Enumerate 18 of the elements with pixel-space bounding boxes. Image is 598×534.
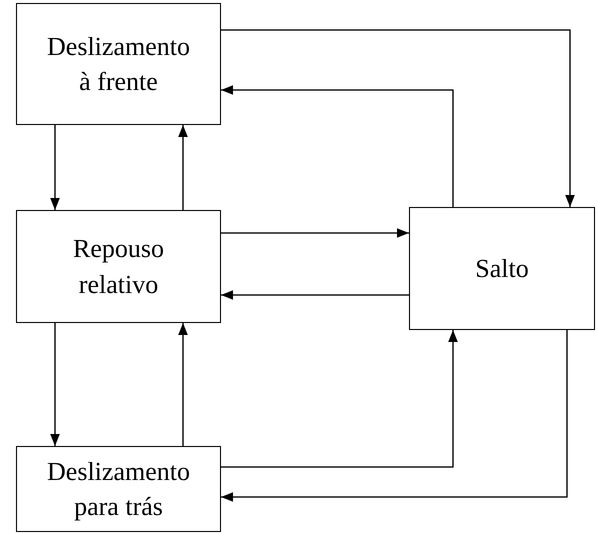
state-label: Deslizamento para trás [46, 456, 191, 523]
arrow [221, 85, 454, 207]
state-label: Salto [475, 252, 529, 285]
arrow [221, 290, 409, 300]
arrow [50, 323, 60, 446]
arrow [221, 228, 409, 238]
state-box [409, 207, 595, 330]
arrow [221, 330, 458, 468]
state-box [16, 210, 221, 323]
state-label: Deslizamento à frente [46, 30, 191, 98]
arrow [178, 125, 188, 210]
state-box [16, 446, 221, 532]
state-box [16, 3, 221, 125]
arrow [50, 125, 60, 210]
state-label: Repouso relativo [72, 233, 165, 300]
arrow [221, 29, 575, 207]
arrow [178, 323, 188, 446]
arrow [221, 330, 568, 502]
